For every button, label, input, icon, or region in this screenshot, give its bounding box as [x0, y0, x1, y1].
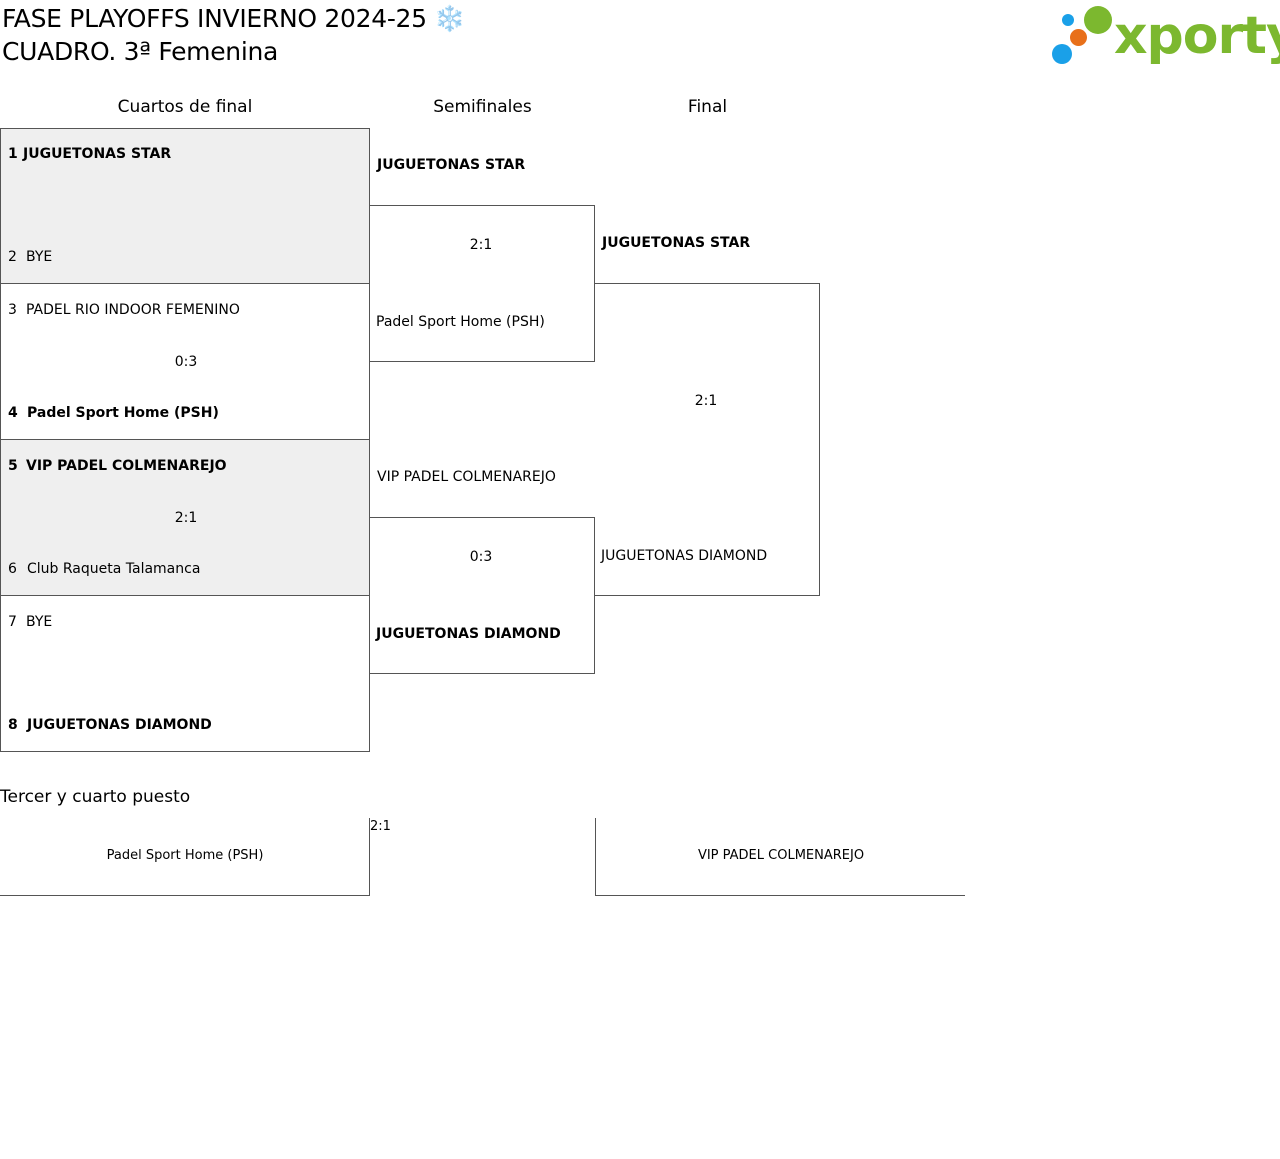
page-title: FASE PLAYOFFS INVIERNO 2024-25 ❄️	[2, 4, 466, 33]
qf1-team1: 1 JUGUETONAS STAR	[8, 145, 171, 163]
team-name: Padel Sport Home (PSH)	[27, 405, 219, 421]
team-name: JUGUETONAS STAR	[23, 146, 172, 162]
qf3-score: 2:1	[174, 510, 198, 526]
qf4-team2: 8 JUGUETONAS DIAMOND	[8, 716, 212, 734]
qf-match-2: 3 PADEL RIO INDOOR FEMENINO 0:3 4 Padel Sp…	[0, 283, 370, 440]
sf-match-2-bracket: 0:3 JUGUETONAS DIAMOND	[369, 517, 595, 674]
round-header-final: Final	[687, 97, 728, 117]
qf4-team1: 7 BYE	[8, 613, 52, 631]
logo-dot-green	[1084, 6, 1112, 34]
seed-number: 4	[8, 405, 18, 421]
logo-dot-blue-small	[1062, 14, 1074, 26]
qf2-team1: 3 PADEL RIO INDOOR FEMENINO	[8, 301, 240, 319]
team-name: PADEL RIO INDOOR FEMENINO	[26, 302, 240, 318]
seed-number: 1	[8, 146, 18, 162]
final-team2: JUGUETONAS DIAMOND	[601, 548, 768, 564]
third-place-header: Tercer y cuarto puesto	[0, 787, 191, 807]
sf1-score: 2:1	[469, 237, 493, 253]
seed-number: 3	[8, 302, 17, 318]
qf-match-4: 7 BYE 8 JUGUETONAS DIAMOND	[0, 595, 370, 752]
team-name: JUGUETONAS DIAMOND	[27, 717, 212, 733]
page-subtitle: CUADRO. 3ª Femenina	[2, 37, 279, 66]
final-score: 2:1	[694, 393, 718, 409]
seed-number: 7	[8, 614, 17, 630]
sf-match-1-bracket: 2:1 Padel Sport Home (PSH)	[369, 205, 595, 362]
logo-dot-blue	[1052, 44, 1072, 64]
qf3-team1: 5 VIP PADEL COLMENAREJO	[8, 457, 227, 475]
seed-number: 6	[8, 561, 17, 577]
sf1-team2: Padel Sport Home (PSH)	[376, 314, 545, 330]
qf3-team2: 6 Club Raqueta Talamanca	[8, 560, 200, 578]
seed-number: 5	[8, 458, 18, 474]
third-place-team2: VIP PADEL COLMENAREJO	[697, 848, 865, 863]
qf2-score: 0:3	[174, 354, 198, 370]
logo-text: xporty	[1114, 6, 1280, 66]
qf2-team2: 4 Padel Sport Home (PSH)	[8, 404, 219, 422]
xporty-logo: xporty	[1050, 4, 1280, 68]
seed-number: 8	[8, 717, 18, 733]
qf1-team2: 2 BYE	[8, 248, 52, 266]
sf2-score: 0:3	[469, 549, 493, 565]
final-team1: JUGUETONAS STAR	[602, 235, 751, 251]
sf2-team2: JUGUETONAS DIAMOND	[376, 626, 561, 642]
qf-match-3: 5 VIP PADEL COLMENAREJO 2:1 6 Club Raqueta…	[0, 439, 370, 596]
logo-dot-orange	[1070, 29, 1087, 46]
round-header-quarterfinals: Cuartos de final	[117, 97, 253, 117]
sf2-team1: VIP PADEL COLMENAREJO	[377, 469, 556, 485]
round-header-semifinals: Semifinales	[433, 97, 532, 117]
third-place-score: 2:1	[370, 819, 391, 834]
qf-match-1: 1 JUGUETONAS STAR 2 BYE	[0, 128, 370, 284]
team-name: Club Raqueta Talamanca	[27, 561, 201, 577]
sf1-team1: JUGUETONAS STAR	[377, 157, 526, 173]
team-name: BYE	[26, 249, 53, 265]
third-place-team1: Padel Sport Home (PSH)	[106, 848, 264, 863]
third-place-left: Padel Sport Home (PSH)	[0, 818, 370, 896]
team-name: VIP PADEL COLMENAREJO	[26, 458, 227, 474]
final-bracket: 2:1 JUGUETONAS DIAMOND	[594, 283, 820, 596]
team-name: BYE	[26, 614, 53, 630]
third-place-right: VIP PADEL COLMENAREJO	[595, 818, 965, 896]
seed-number: 2	[8, 249, 17, 265]
